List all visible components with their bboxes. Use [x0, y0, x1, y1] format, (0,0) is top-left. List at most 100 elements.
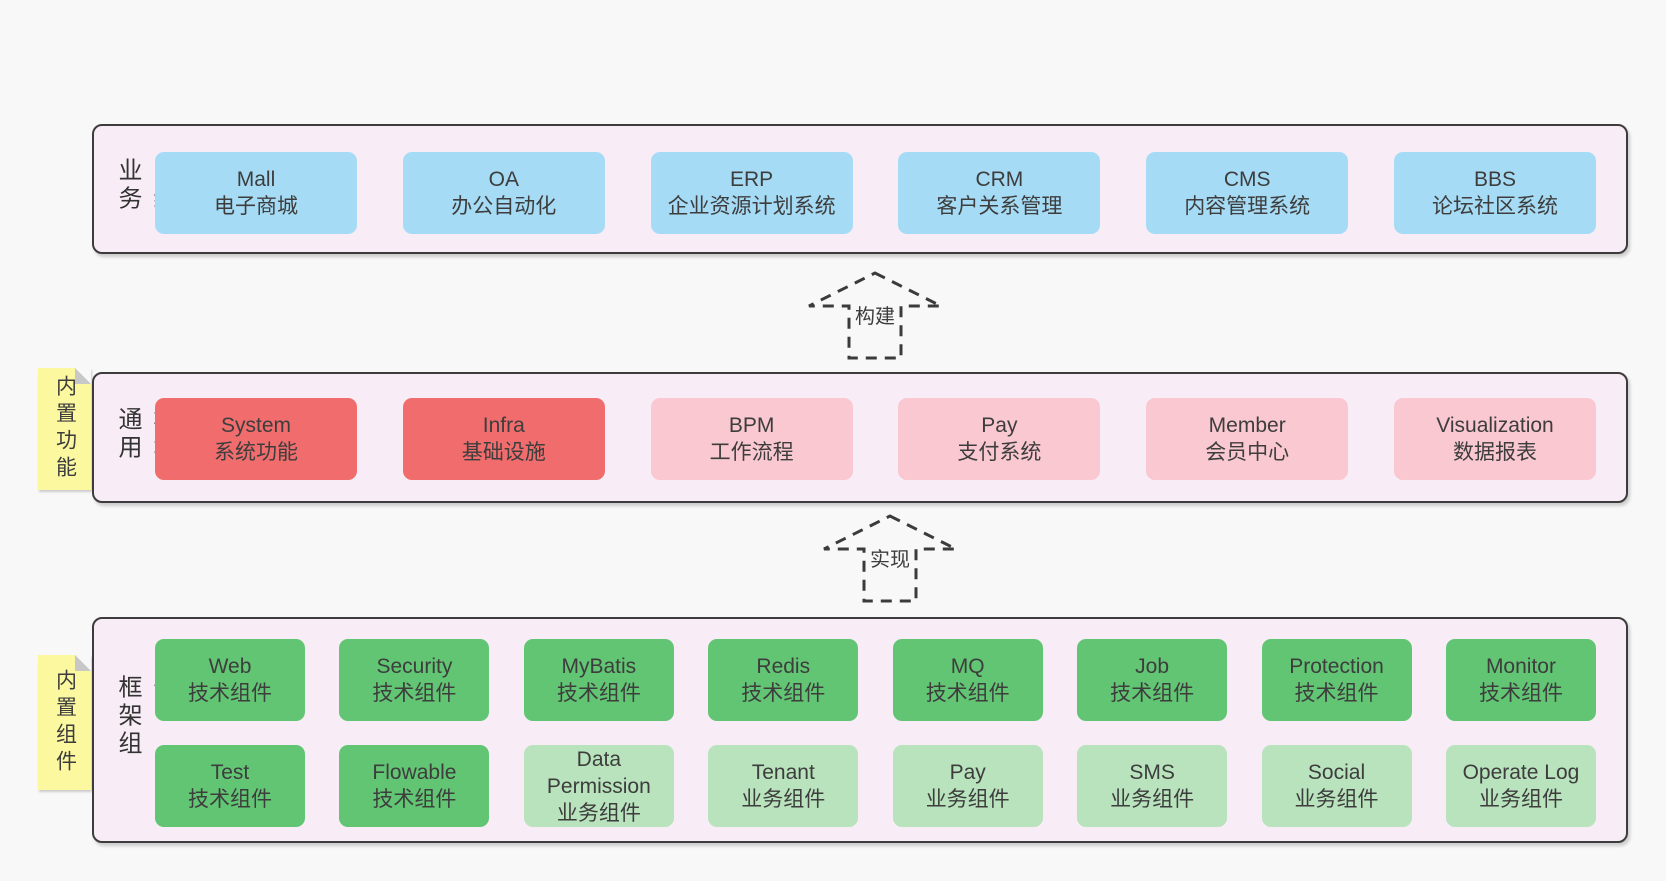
dashed-up-arrow-icon: [823, 514, 957, 603]
box-title: Mall: [236, 168, 276, 191]
box-social: Social 业务组件: [1261, 745, 1412, 827]
box-title: CMS: [1223, 168, 1271, 191]
box-infra: Infra 基础设施: [402, 398, 605, 480]
box-bbs: BBS 论坛社区系统: [1393, 152, 1596, 234]
box-erp: ERP 企业资源计划系统: [650, 152, 853, 234]
box-subtitle: 技术组件: [741, 682, 826, 705]
business-systems-row: Mall 电子商城 OA 办公自动化 ERP 企业资源计划系统 CRM 客户关系…: [155, 152, 1596, 234]
box-title: Pay: [949, 761, 986, 784]
box-bpm: BPM 工作流程: [650, 398, 853, 480]
framework-components-row-2: Test 技术组件 Flowable 技术组件 Data Permission …: [155, 745, 1596, 827]
box-protection: Protection 技术组件: [1261, 639, 1412, 721]
box-title: Tenant: [751, 761, 815, 784]
box-title: Data Permission: [546, 747, 651, 798]
band-framework-components: 框架组件 Web 技术组件 Security 技术组件 MyBatis 技术组件…: [92, 617, 1628, 843]
box-title: OA: [488, 168, 519, 191]
box-subtitle: 业务组件: [1478, 788, 1563, 811]
implement-arrow-label: 实现: [867, 543, 913, 572]
box-title: CRM: [975, 168, 1024, 191]
box-oa: OA 办公自动化: [402, 152, 605, 234]
box-web: Web 技术组件: [155, 639, 305, 721]
box-mybatis: MyBatis 技术组件: [523, 639, 674, 721]
box-title: Security: [376, 655, 453, 678]
box-security: Security 技术组件: [339, 639, 490, 721]
band-business-systems: 业务系统 Mall 电子商城 OA 办公自动化 ERP 企业资源计划系统 CRM…: [92, 124, 1628, 254]
box-title: Web: [208, 655, 252, 678]
box-title: Infra: [482, 414, 525, 437]
box-subtitle: 内容管理系统: [1184, 195, 1311, 218]
box-title: BBS: [1473, 168, 1516, 191]
framework-components-row-1: Web 技术组件 Security 技术组件 MyBatis 技术组件 Redi…: [155, 639, 1596, 721]
implement-arrow-icon: 实现: [815, 513, 965, 605]
box-title: Protection: [1289, 655, 1384, 678]
box-pay-system: Pay 支付系统: [898, 398, 1101, 480]
box-subtitle: 技术组件: [925, 682, 1010, 705]
build-arrow-label: 构建: [852, 300, 898, 329]
box-title: Job: [1135, 655, 1170, 678]
box-system: System 系统功能: [155, 398, 357, 480]
box-redis: Redis 技术组件: [708, 639, 859, 721]
box-title: SMS: [1129, 761, 1175, 784]
box-title: Monitor: [1485, 655, 1556, 678]
box-subtitle: 业务组件: [556, 801, 641, 825]
box-subtitle: 办公自动化: [451, 195, 557, 218]
box-test: Test 技术组件: [155, 745, 305, 827]
box-subtitle: 技术组件: [1110, 682, 1195, 705]
box-title: Visualization: [1436, 414, 1554, 437]
box-subtitle: 基础设施: [461, 441, 546, 464]
box-mall: Mall 电子商城: [155, 152, 357, 234]
box-pay-component: Pay 业务组件: [892, 745, 1043, 827]
box-cms: CMS 内容管理系统: [1146, 152, 1349, 234]
dashed-up-arrow-icon: [808, 271, 942, 360]
box-subtitle: 业务组件: [741, 788, 826, 811]
box-subtitle: 技术组件: [188, 682, 272, 705]
box-subtitle: 支付系统: [957, 441, 1042, 464]
sticky-note-builtin-features: 内置功能: [38, 368, 91, 490]
box-subtitle: 技术组件: [188, 788, 272, 811]
box-title: Pay: [981, 414, 1018, 437]
sticky-note-builtin-components: 内置组件: [38, 655, 91, 790]
box-data-permission: Data Permission 业务组件: [523, 745, 674, 827]
box-subtitle: 业务组件: [1110, 788, 1195, 811]
box-subtitle: 技术组件: [1294, 682, 1379, 705]
box-title: BPM: [728, 414, 775, 437]
box-title: Member: [1208, 414, 1286, 437]
box-title: System: [220, 414, 291, 437]
box-member: Member 会员中心: [1146, 398, 1349, 480]
box-subtitle: 技术组件: [1478, 682, 1563, 705]
box-title: Test: [210, 761, 250, 784]
sticky-note-label: 内置功能: [53, 375, 77, 483]
box-sms: SMS 业务组件: [1077, 745, 1228, 827]
box-subtitle: 企业资源计划系统: [667, 195, 836, 218]
box-title: Flowable: [372, 761, 457, 784]
sticky-note-label: 内置组件: [53, 668, 77, 777]
box-monitor: Monitor 技术组件: [1445, 639, 1596, 721]
box-subtitle: 电子商城: [214, 195, 298, 218]
box-subtitle: 技术组件: [556, 682, 641, 705]
box-subtitle: 业务组件: [925, 788, 1010, 811]
box-subtitle: 论坛社区系统: [1431, 195, 1558, 218]
box-subtitle: 业务组件: [1294, 788, 1379, 811]
box-subtitle: 会员中心: [1205, 441, 1290, 464]
box-job: Job 技术组件: [1077, 639, 1228, 721]
common-modules-row: System 系统功能 Infra 基础设施 BPM 工作流程 Pay 支付系统…: [155, 398, 1596, 480]
box-title: MyBatis: [561, 655, 637, 678]
box-crm: CRM 客户关系管理: [898, 152, 1101, 234]
box-title: MQ: [950, 655, 985, 678]
box-mq: MQ 技术组件: [892, 639, 1043, 721]
box-subtitle: 技术组件: [372, 682, 457, 705]
box-operate-log: Operate Log 业务组件: [1445, 745, 1596, 827]
box-tenant: Tenant 业务组件: [708, 745, 859, 827]
box-subtitle: 技术组件: [372, 788, 457, 811]
build-arrow-icon: 构建: [800, 270, 950, 362]
box-title: Operate Log: [1462, 761, 1580, 784]
band-common-modules: 通用模块 System 系统功能 Infra 基础设施 BPM 工作流程 Pay…: [92, 372, 1628, 503]
box-visualization: Visualization 数据报表: [1393, 398, 1596, 480]
box-subtitle: 数据报表: [1452, 441, 1537, 464]
box-subtitle: 系统功能: [214, 441, 298, 464]
box-subtitle: 工作流程: [709, 441, 794, 464]
box-subtitle: 客户关系管理: [936, 195, 1063, 218]
box-title: Social: [1307, 761, 1366, 784]
box-title: ERP: [730, 168, 774, 191]
